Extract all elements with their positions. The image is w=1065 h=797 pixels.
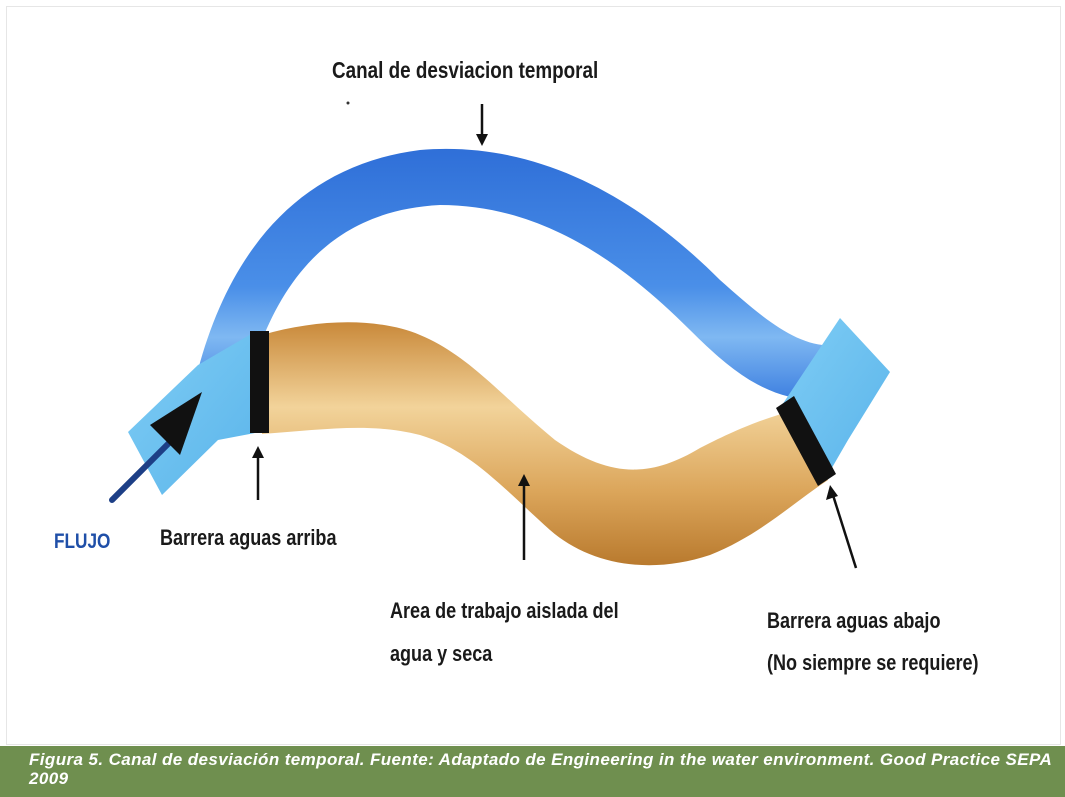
flow-arrow-head — [150, 392, 202, 455]
upstream-pointer-arrowhead — [252, 446, 264, 458]
diversion-channel — [198, 148, 840, 400]
downstream-pointer-arrowhead — [826, 485, 838, 500]
downstream-barrier-label-line1: Barrera aguas abajo — [767, 608, 941, 633]
diversion-channel-label: Canal de desviacion temporal — [332, 57, 599, 83]
figure-border — [6, 6, 1061, 745]
title-pointer-arrowhead — [476, 134, 488, 146]
downstream-pointer-arrow — [830, 491, 858, 569]
work-area-label-line1: Area de trabajo aislada del — [390, 598, 619, 623]
work-area — [262, 322, 828, 566]
upstream-barrier-label: Barrera aguas arriba — [160, 525, 337, 550]
caption-bar — [0, 746, 1065, 797]
stray-dot — [346, 101, 350, 105]
upstream-barrier — [250, 331, 269, 433]
pointer-arrows — [252, 104, 858, 569]
downstream-barrier-label-line2: (No siempre se requiere) — [767, 650, 979, 675]
flow-label: FLUJO — [54, 530, 111, 553]
workarea-pointer-arrowhead — [518, 474, 530, 486]
downstream-barrier — [776, 396, 836, 486]
figure-caption: Figura 5. Canal de desviación temporal. … — [29, 750, 1052, 788]
work-area-label-line2: agua y seca — [390, 641, 493, 666]
flow-arrow-shaft — [109, 437, 175, 503]
diversion-diagram — [109, 101, 890, 569]
